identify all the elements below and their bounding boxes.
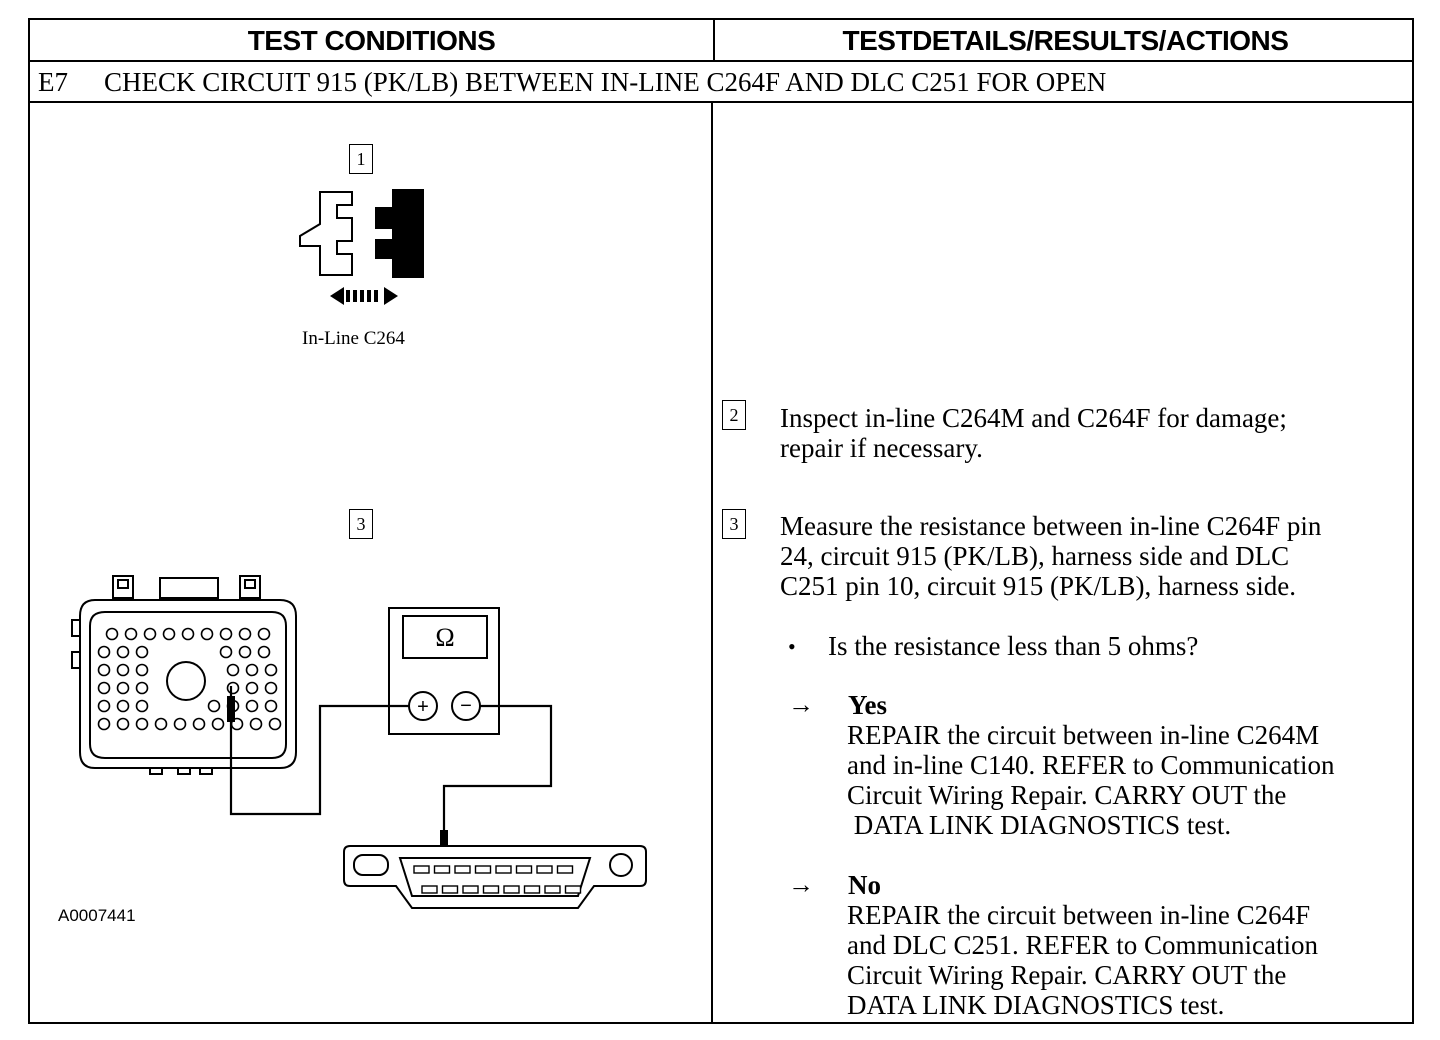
pin-hole (264, 699, 278, 713)
multimeter (388, 607, 500, 735)
pin-hole (219, 627, 233, 641)
pin-hole (249, 717, 263, 731)
pin-hole (97, 717, 111, 731)
dlc-pin (441, 885, 459, 894)
pin-hole (162, 627, 176, 641)
pin-hole (135, 699, 149, 713)
test-leads (229, 686, 553, 860)
step-3-text: Measure the resistance between in-line C… (780, 511, 1322, 601)
pin-hole (245, 699, 259, 713)
pin-hole (264, 663, 278, 677)
callout-3: 3 (349, 509, 373, 539)
pin-hole (173, 717, 187, 731)
yes-action-text: REPAIR the circuit between in-line C264M… (847, 720, 1335, 840)
meter-plus-terminal: + (417, 696, 429, 718)
step-3-number: 3 (722, 509, 746, 539)
pin-hole (135, 645, 149, 659)
dlc-pin (413, 865, 430, 874)
right-arrow-icon: → (788, 690, 814, 719)
pin-hole (264, 681, 278, 695)
meter-minus-terminal: − (460, 695, 472, 717)
yes-label: Yes (848, 690, 887, 720)
pin-hole (116, 717, 130, 731)
dlc-pin (564, 885, 582, 894)
question-text: Is the resistance less than 5 ohms? (828, 631, 1199, 661)
pin-hole (154, 717, 168, 731)
diagnostic-table: TEST CONDITIONS TESTDETAILS/RESULTS/ACTI… (28, 18, 1414, 1024)
pin-hole (135, 663, 149, 677)
pin-hole (135, 717, 149, 731)
pin-hole (238, 645, 252, 659)
pin-hole (105, 627, 119, 641)
pin-hole (97, 645, 111, 659)
bullet-icon: • (788, 634, 796, 659)
pin-hole (226, 681, 240, 695)
pin-hole (226, 663, 240, 677)
pin-hole (116, 699, 130, 713)
step-title: CHECK CIRCUIT 915 (PK/LB) BETWEEN IN-LIN… (104, 67, 1107, 97)
table-header: TEST CONDITIONS TESTDETAILS/RESULTS/ACTI… (30, 20, 1412, 62)
pin-hole (143, 627, 157, 641)
header-test-details: TESTDETAILS/RESULTS/ACTIONS (713, 20, 1416, 60)
pin-hole (124, 627, 138, 641)
dlc-pin (433, 865, 451, 874)
pin-hole (245, 663, 259, 677)
pin-hole (200, 627, 214, 641)
no-label: No (848, 870, 881, 900)
inline-connector-illustration (299, 189, 424, 278)
pin-hole (116, 663, 130, 677)
callout-1: 1 (349, 144, 373, 174)
pin-hole (268, 717, 282, 731)
dlc-pin-cavities (413, 865, 582, 894)
header-test-conditions: TEST CONDITIONS (247, 25, 496, 56)
dlc-pin (474, 865, 492, 874)
dlc-pin (421, 885, 438, 894)
connector-caption: In-Line C264 (302, 328, 405, 349)
pin-hole (116, 645, 130, 659)
pin-hole (211, 717, 225, 731)
step-id: E7 (38, 67, 68, 97)
dlc-pin (503, 885, 520, 894)
dlc-pin (536, 865, 553, 874)
step-2-text: Inspect in-line C264M and C264F for dama… (780, 403, 1287, 463)
dlc-connector-c251 (343, 845, 647, 909)
ohm-symbol: Ω (435, 623, 454, 652)
column-divider (711, 103, 713, 1024)
right-arrow-icon: → (788, 870, 814, 899)
dlc-pin (482, 885, 500, 894)
pin-hole (219, 645, 233, 659)
dlc-pin (454, 865, 471, 874)
double-arrow-icon (330, 287, 398, 305)
pin-hole (97, 699, 111, 713)
step-title-row: E7 CHECK CIRCUIT 915 (PK/LB) BETWEEN IN-… (30, 62, 1412, 103)
pin-hole (97, 681, 111, 695)
pin-hole (245, 681, 259, 695)
pin-hole (257, 645, 271, 659)
figure-id: A0007441 (58, 906, 136, 925)
pin-hole (116, 681, 130, 695)
dlc-pin (495, 865, 512, 874)
pin-hole (135, 681, 149, 695)
dlc-pin (462, 885, 479, 894)
step-2-number: 2 (722, 400, 746, 430)
pin-hole (181, 627, 195, 641)
dlc-pin (515, 865, 533, 874)
dlc-pin (544, 885, 561, 894)
no-action-text: REPAIR the circuit between in-line C264F… (847, 900, 1318, 1020)
pin-hole (207, 699, 221, 713)
connector-pin-holes (97, 627, 282, 731)
dlc-pin (523, 885, 541, 894)
pin-hole (257, 627, 271, 641)
pin-hole (97, 663, 111, 677)
dlc-pin (556, 865, 574, 874)
pin-hole (238, 627, 252, 641)
pin-hole (192, 717, 206, 731)
